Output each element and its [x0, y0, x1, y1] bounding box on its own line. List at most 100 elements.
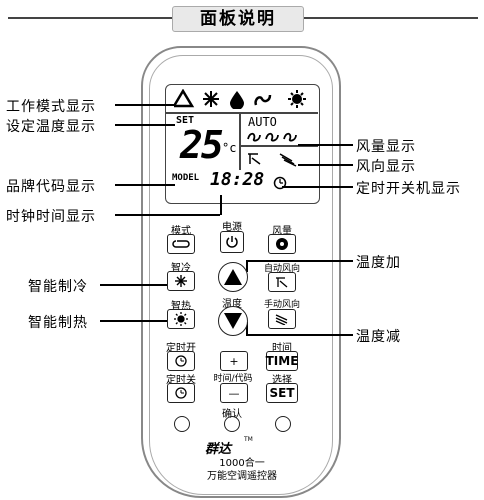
brand-description: 万能空调遥控器 — [207, 471, 277, 482]
fan-button-caption: 风量 — [272, 226, 292, 237]
snowflake-icon — [175, 275, 187, 287]
brand-name: 群达 — [205, 442, 232, 457]
callout-line — [115, 124, 175, 126]
clock-icon — [175, 355, 187, 367]
lcd-divider-right — [239, 145, 318, 147]
auto-mode-icon — [174, 89, 195, 108]
round-button-right[interactable] — [275, 416, 291, 432]
triangle-down-icon — [224, 313, 242, 329]
fan-speed-icon — [247, 132, 297, 142]
brand-model-line: 1000合一 — [219, 458, 265, 469]
power-icon — [226, 236, 238, 248]
callout-smart-cool: 智能制冷 — [28, 279, 88, 295]
callout-line — [298, 144, 353, 146]
lcd-set-label: SET — [176, 115, 195, 126]
plus-label: + — [229, 354, 239, 368]
callout-line — [220, 195, 222, 215]
manual-swing-icon — [275, 314, 288, 325]
auto-swing-button[interactable] — [268, 272, 296, 292]
callout-line — [115, 104, 175, 106]
minus-button[interactable]: — — [220, 383, 248, 403]
mode-button-caption: 模式 — [171, 226, 191, 237]
lcd-screen: SET 25 °c AUTO MODEL 18:28 — [165, 84, 320, 204]
confirm-button[interactable] — [224, 416, 240, 432]
smart-cool-button[interactable] — [167, 271, 195, 291]
manual-swing-caption: 手动风向 — [263, 300, 300, 310]
title-rule-left — [8, 17, 172, 19]
dry-mode-icon — [230, 91, 244, 109]
callout-set-temp-display: 设定温度显示 — [6, 119, 96, 135]
callout-line — [246, 334, 353, 336]
callout-line — [246, 260, 353, 262]
lcd-model-label: MODEL — [172, 173, 200, 183]
round-button-left[interactable] — [174, 416, 190, 432]
confirm-caption: 确认 — [222, 409, 242, 420]
callout-timer-display: 定时开关机显示 — [356, 181, 461, 197]
callout-line — [100, 284, 168, 286]
plus-button[interactable]: + — [220, 351, 248, 371]
select-caption: 选择 — [272, 375, 292, 386]
callout-fan-display: 风量显示 — [356, 139, 416, 155]
lcd-clock: 18:28 — [210, 169, 265, 190]
callout-line — [298, 164, 353, 166]
swing-direction-icon — [248, 153, 297, 167]
callout-mode-display: 工作模式显示 — [6, 99, 96, 115]
minus-label: — — [228, 386, 240, 400]
timer-off-caption: 定时关 — [166, 375, 196, 386]
callout-line — [282, 186, 353, 188]
triangle-up-icon — [224, 269, 242, 285]
swing-icon — [276, 277, 288, 288]
fan-mode-icon — [254, 94, 272, 106]
callout-line — [246, 322, 248, 334]
timer-off-button[interactable] — [167, 383, 195, 403]
fan-button[interactable] — [268, 234, 296, 254]
mode-button[interactable] — [167, 234, 195, 254]
clock-icon — [175, 387, 187, 399]
smart-heat-caption: 智热 — [171, 301, 191, 312]
time-button-label: TIME — [265, 354, 299, 368]
brand-tm: TM — [244, 436, 253, 443]
callout-smart-heat: 智能制热 — [28, 315, 88, 331]
temp-up-button[interactable] — [218, 262, 248, 292]
remote-inner-outline — [149, 55, 333, 495]
power-button-caption: 电源 — [222, 222, 242, 233]
lcd-auto-label: AUTO — [248, 115, 277, 129]
cool-mode-icon — [203, 91, 219, 107]
time-button[interactable]: TIME — [266, 351, 298, 371]
auto-swing-caption: 自动风向 — [263, 264, 300, 274]
mode-icons — [174, 89, 306, 109]
lcd-divider — [166, 112, 318, 114]
callout-line — [115, 184, 175, 186]
title-rule-right — [302, 17, 478, 19]
sun-icon — [174, 312, 188, 326]
callout-line — [246, 260, 248, 272]
title-bar: 面板说明 — [0, 4, 484, 32]
manual-swing-button[interactable] — [268, 309, 296, 329]
callout-temp-up: 温度加 — [356, 255, 401, 271]
smart-cool-caption: 智冷 — [171, 263, 191, 274]
temp-down-button[interactable] — [218, 306, 248, 336]
timer-on-caption: 定时开 — [166, 343, 196, 354]
heat-mode-icon — [288, 90, 306, 108]
fan-icon — [276, 238, 288, 250]
callout-line — [100, 320, 168, 322]
callout-clock-display: 时钟时间显示 — [6, 209, 96, 225]
lcd-temp-unit: °c — [222, 141, 237, 155]
set-button[interactable]: SET — [266, 383, 298, 403]
time-caption: 时间 — [272, 343, 292, 354]
timer-clock-icon — [273, 176, 287, 190]
callout-brand-code-display: 品牌代码显示 — [6, 179, 96, 195]
lcd-temperature: 25 — [180, 123, 224, 167]
smart-heat-button[interactable] — [167, 309, 195, 329]
lcd-divider-vertical — [239, 112, 241, 170]
temp-caption: 温度 — [222, 299, 242, 310]
timer-on-button[interactable] — [167, 351, 195, 371]
time-code-caption: 时间/代码 — [213, 374, 253, 384]
set-button-label: SET — [269, 386, 295, 400]
callout-temp-down: 温度减 — [356, 329, 401, 345]
page-title: 面板说明 — [172, 6, 304, 32]
callout-line — [115, 214, 220, 216]
power-button[interactable] — [220, 231, 244, 253]
callout-swing-display: 风向显示 — [356, 159, 416, 175]
mode-cycle-icon — [172, 240, 190, 248]
